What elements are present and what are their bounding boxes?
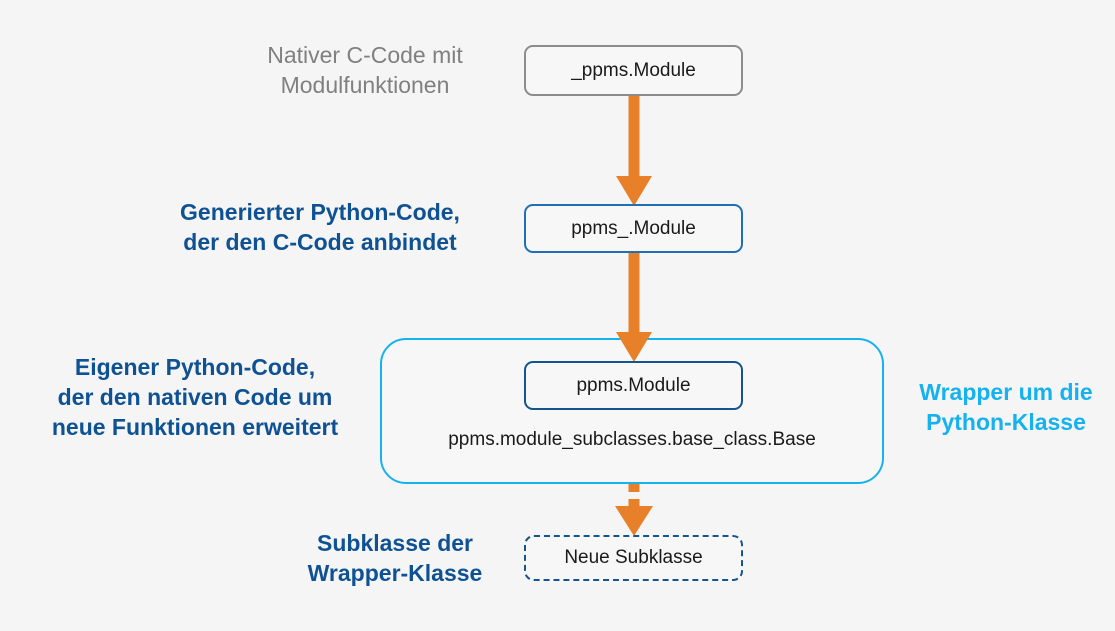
label-generated-python-code: Generierter Python-Code, der den C-Code … <box>180 199 460 255</box>
label-own-python-code: Eigener Python-Code, der den nativen Cod… <box>51 354 339 440</box>
label-wrapper-around-python-class: Wrapper um die Python-Klasse <box>919 379 1093 435</box>
node-new-subclass: Neue Subklasse <box>524 535 743 581</box>
node-wrapper-module: ppms.Module <box>524 361 743 410</box>
arrow-wrapper-to-subclass <box>615 484 653 536</box>
arrow-native-to-generated <box>616 94 652 206</box>
arrow-generated-to-wrapped <box>616 252 652 362</box>
label-subclass-of-wrapper: Subklasse der Wrapper-Klasse <box>307 530 483 586</box>
node-native-module: _ppms.Module <box>524 45 743 96</box>
label-native-c-code: Nativer C-Code mit Modulfunktionen <box>267 42 463 98</box>
node-generated-module: ppms_.Module <box>524 204 743 253</box>
node-base-class-path: ppms.module_subclasses.base_class.Base <box>448 429 816 450</box>
